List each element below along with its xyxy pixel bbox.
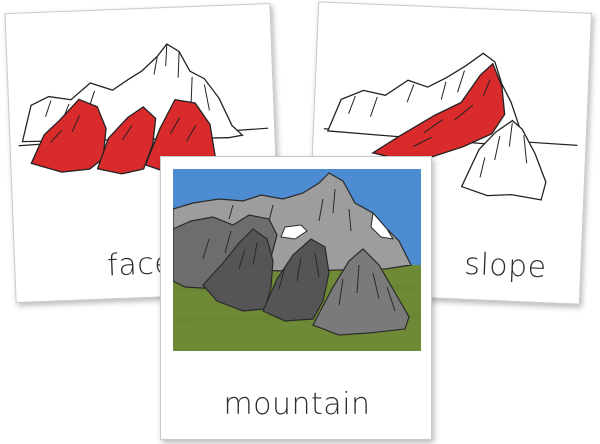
face-card: face: [4, 3, 282, 303]
mountain-scene: [173, 169, 421, 351]
mountain-label: mountain: [223, 387, 371, 422]
mountain-color-illustration: [173, 169, 421, 351]
slope-label: slope: [463, 246, 548, 286]
slope-mountain-illustration: [323, 52, 578, 201]
mountain-card: mountain: [160, 156, 432, 440]
face-mountain-illustration: [18, 43, 269, 175]
slope-card: slope: [306, 1, 592, 305]
